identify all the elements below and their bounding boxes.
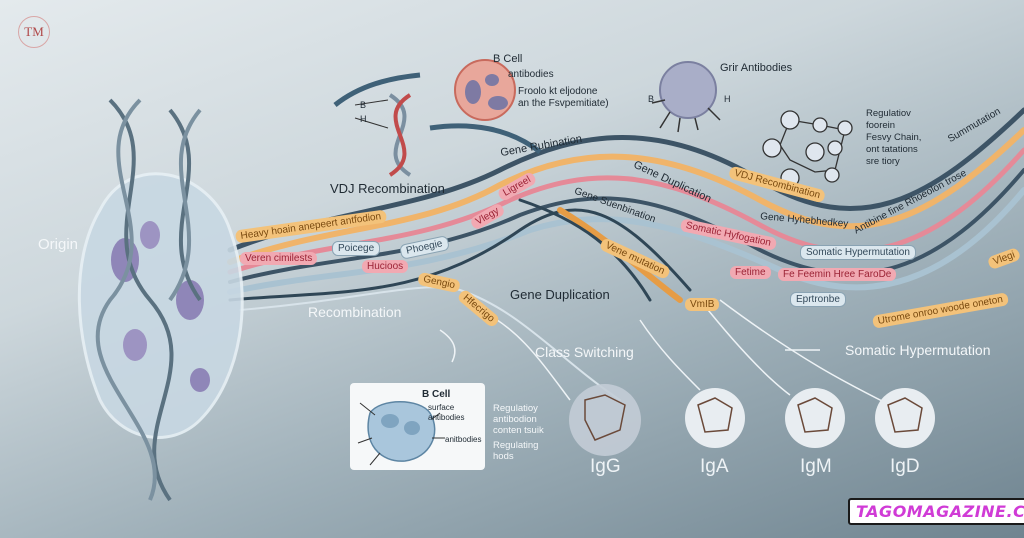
band-hucioos: Hucioos (362, 260, 409, 273)
vdj-dna-icon (354, 93, 412, 177)
label-vdj-recombination: VDJ Recombination (330, 181, 445, 196)
logo-text: TM (24, 24, 44, 39)
top-bcell-line1: antibodies (508, 69, 554, 80)
bcell-card-title: B Cell (422, 389, 451, 400)
bcell-top-icon (454, 59, 516, 121)
virus-label-h: H (724, 94, 731, 104)
side-notes: Regulatioy antibodion conten tsuik Regul… (493, 403, 544, 462)
regulation-line: ont tatations (866, 144, 918, 155)
bcell-card-anitbodies: anitbodies (445, 435, 482, 444)
logo: TM (18, 16, 50, 48)
bcell-card-antibodies: antibodies (428, 413, 465, 422)
arrow-to-bcell (333, 72, 421, 107)
bcell-card: B Cell surface antibodies anitbodies (350, 383, 485, 470)
molecule-icon (762, 110, 853, 188)
virus-label-b: B (648, 94, 655, 104)
side-note: antibodion (493, 414, 537, 425)
regulation-block: Regulatiov foorein Fesvy Chain, ont tata… (866, 108, 921, 168)
origin-cell (77, 172, 244, 439)
band-veren: Veren cimilests (240, 252, 318, 265)
isotype-structures (569, 384, 935, 456)
label-somatic-hypermutation: Somatic Hypermutation (845, 342, 991, 358)
label-class-switching: Class Switching (535, 344, 634, 360)
arrow-to-dna (429, 123, 542, 154)
dna-label-b: B (360, 100, 367, 110)
label-recombination: Recombination (308, 304, 402, 320)
side-note: Regulatioy (493, 403, 538, 414)
bcell-card-surface: surface (428, 403, 455, 412)
side-note: conten tsuik (493, 425, 544, 436)
band-fe-hreemin: Fe Feemin Hree FaroDe (778, 268, 897, 281)
top-bcell-line3: an the Fsvpemitiate) (518, 98, 609, 109)
isotype-iga: IgA (700, 456, 729, 477)
isotype-igg: IgG (590, 456, 621, 477)
isotype-igd: IgD (890, 456, 920, 477)
bcell-bottom-icon (357, 401, 445, 466)
label-grir-antibodies: Grir Antibodies (720, 62, 793, 74)
antibody-virus-icon (651, 61, 721, 133)
side-note: hods (493, 451, 514, 462)
label-gene-duplication: Gene Duplication (510, 287, 610, 302)
band-eprtronbe: Eprtronbe (790, 292, 846, 307)
watermark: TAGOMAGAZINE.COM (848, 498, 1024, 525)
origin-dna-helix (95, 98, 202, 502)
band-somatic: Somatic Hypermutation (800, 245, 916, 260)
regulation-line: foorein (866, 120, 896, 131)
regulation-line: Regulatiov (866, 108, 911, 119)
top-bcell-title: B Cell (493, 53, 523, 65)
band-vmib: VmIB (685, 298, 720, 311)
regulation-line: Fesvy Chain, (866, 132, 922, 143)
band-poicege: Poicege (332, 241, 381, 256)
top-bcell-line2: Froolo kt eljodone (518, 86, 598, 97)
side-note: Regulating (493, 440, 539, 451)
band-fetime: Fetime (730, 266, 771, 279)
label-origin: Origin (38, 236, 79, 253)
isotype-igm: IgM (800, 456, 832, 477)
regulation-line: sre tiory (866, 156, 900, 167)
dna-label-h: H (360, 114, 367, 124)
